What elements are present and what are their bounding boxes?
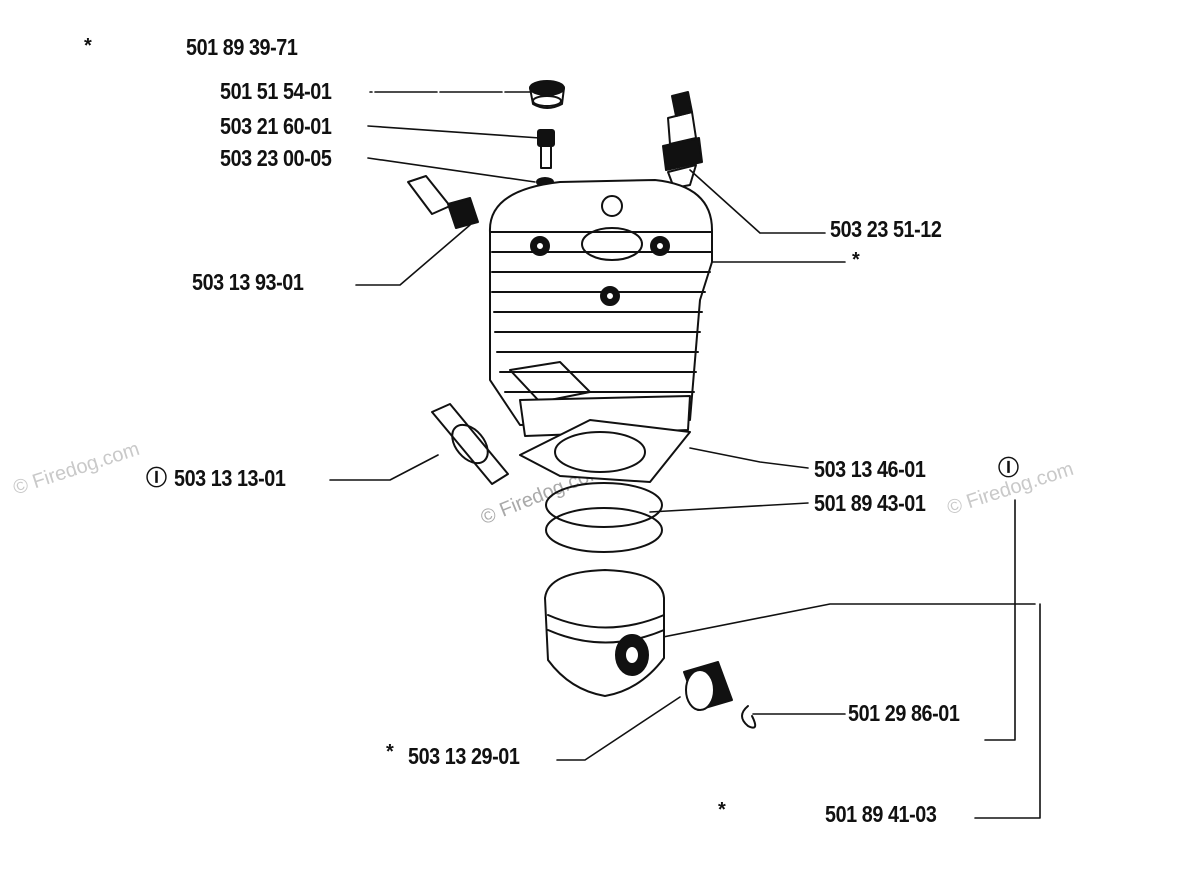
part-number-piston-rings: 501 89 43-01 [814,490,926,516]
part-number-cap: 501 51 54-01 [220,78,332,104]
part-number-washer: 503 23 00-05 [220,145,332,171]
part-number-bearing: 503 13 29-01 [408,743,520,769]
exhaust-gasket-drawing [431,403,509,485]
part-number-valve: 503 13 93-01 [192,269,304,295]
needle-bearing-drawing [683,661,733,711]
valve-drawing [407,175,479,229]
asterisk-kit-top: * [84,35,92,57]
asterisk-bearing: * [386,741,394,763]
part-number-kit-top: 501 89 39-71 [186,34,298,60]
asterisk-kit-bottom: * [718,799,726,821]
leader-lines [329,91,1041,819]
cap-drawing [529,80,565,109]
piston-drawing [544,569,665,697]
part-number-circlip: 501 29 86-01 [848,700,960,726]
part-number-base-gasket: 503 13 46-01 [814,456,926,482]
piston-rings-drawing [545,482,663,553]
part-number-bolt: 503 21 60-01 [220,113,332,139]
circlip-drawing [741,705,757,729]
part-number-exhaust-gasket: 503 13 13-01 [174,465,286,491]
asterisk-cylinder: * [852,249,860,271]
circled-one-left: Ⓘ [146,467,167,490]
part-number-kit-bottom: 501 89 41-03 [825,801,937,827]
circled-one-right: Ⓘ [998,457,1019,480]
cylinder-drawing [488,179,713,437]
base-gasket-drawing [519,419,691,483]
part-number-spark-plug: 503 23 51-12 [830,216,942,242]
